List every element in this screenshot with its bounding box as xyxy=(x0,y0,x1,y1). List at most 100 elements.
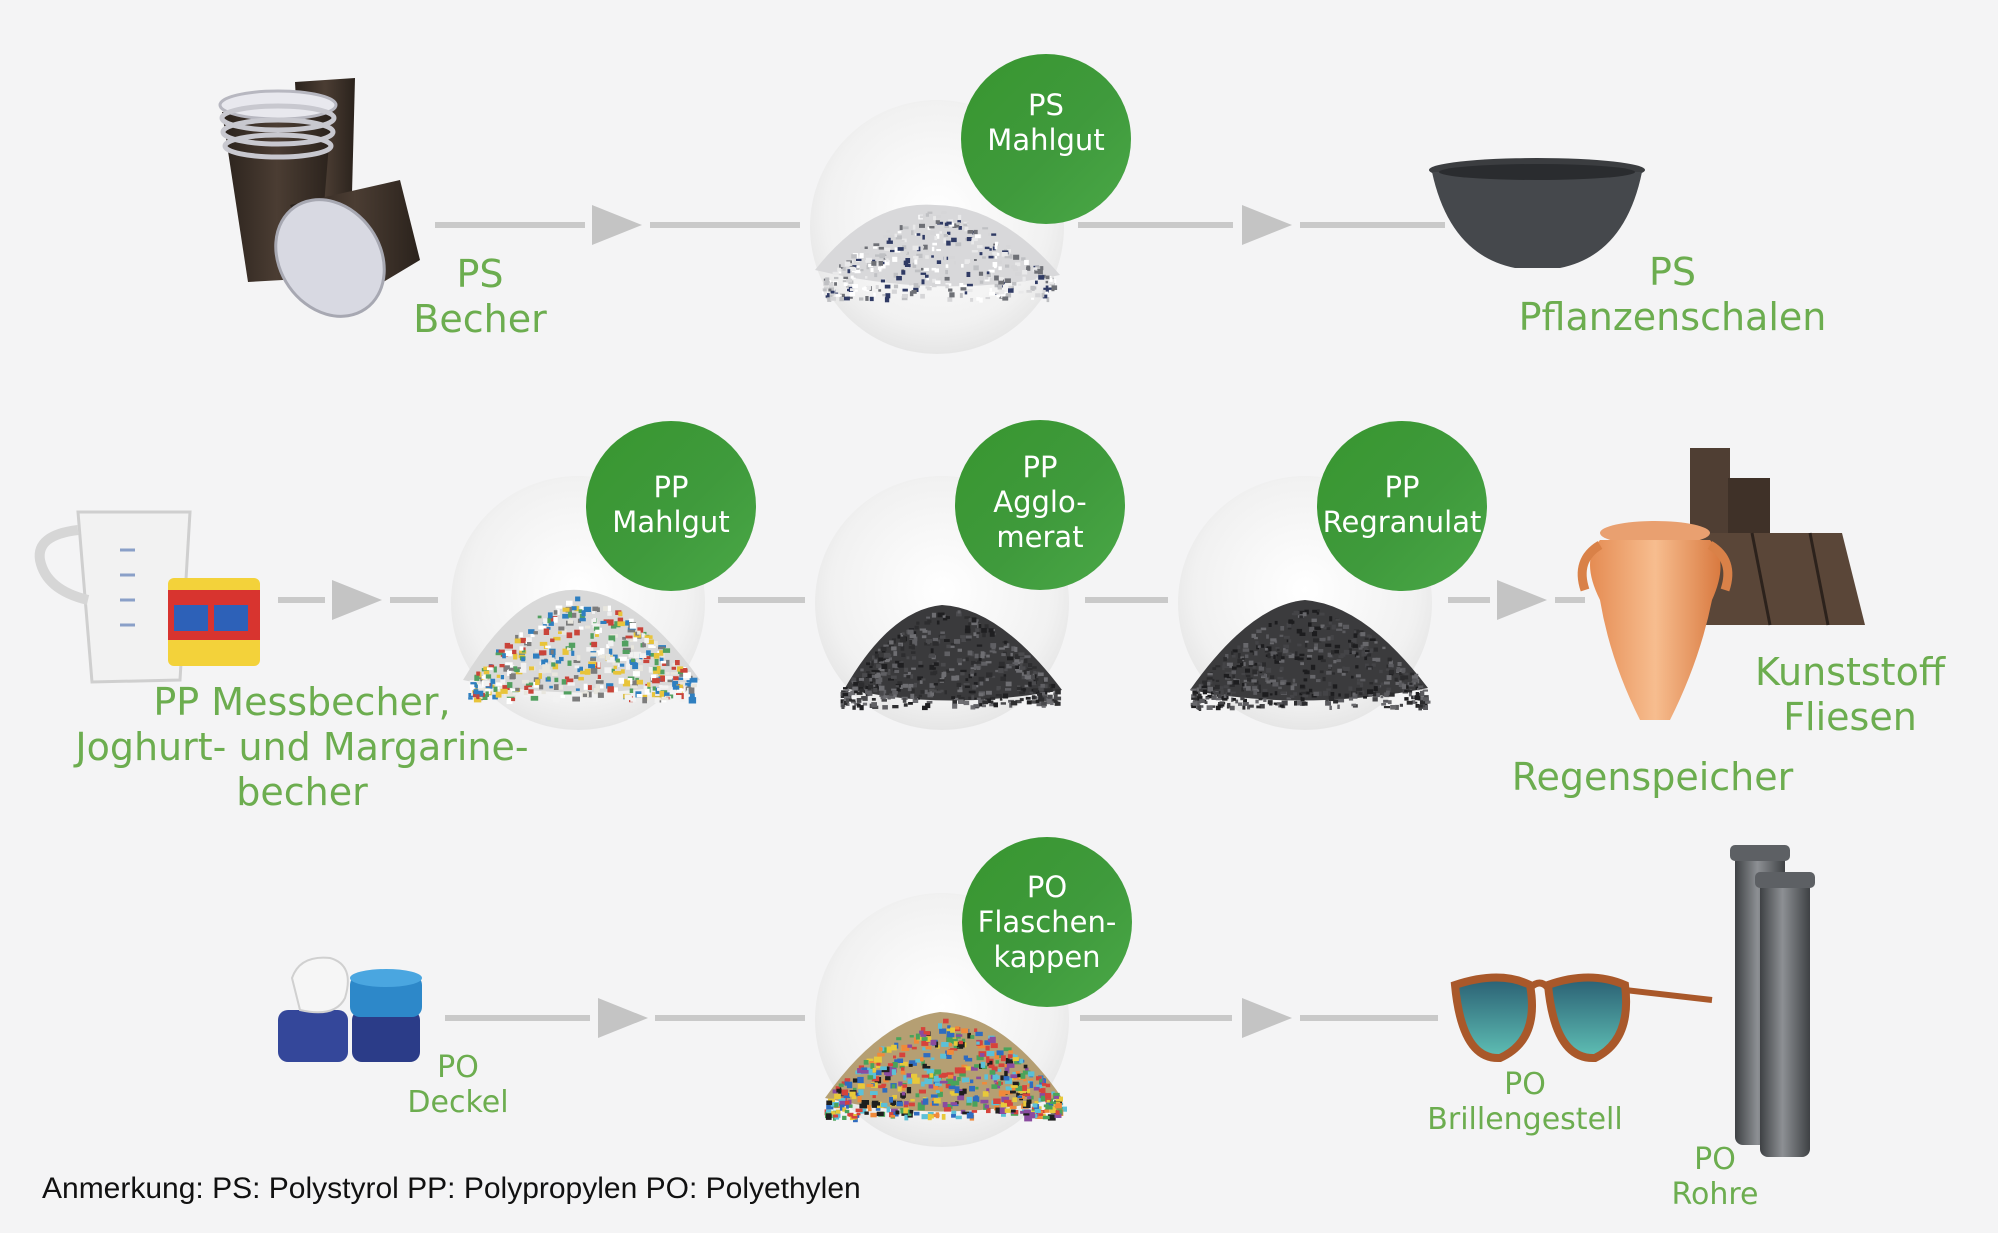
granule xyxy=(930,1094,938,1098)
granule xyxy=(1381,703,1387,706)
granule xyxy=(1328,664,1333,667)
granule xyxy=(1037,1110,1043,1117)
granule xyxy=(1023,1064,1028,1069)
granule xyxy=(1242,704,1246,710)
granule xyxy=(1359,682,1364,688)
granule xyxy=(854,268,861,274)
granule xyxy=(980,651,985,655)
granule xyxy=(835,1086,840,1091)
granule xyxy=(870,681,873,685)
granule xyxy=(875,254,881,257)
granule xyxy=(927,211,933,214)
granule xyxy=(854,702,860,706)
granule xyxy=(991,645,996,650)
granule xyxy=(979,252,983,256)
granule xyxy=(1019,1058,1024,1064)
granule xyxy=(496,674,501,678)
granule xyxy=(911,651,916,654)
granule xyxy=(1020,1110,1024,1114)
granule xyxy=(597,674,601,679)
granule xyxy=(880,661,884,664)
granule xyxy=(849,285,855,288)
granule xyxy=(1274,620,1278,625)
granule xyxy=(963,1042,967,1048)
granule xyxy=(1057,1109,1063,1116)
granule xyxy=(1239,660,1244,666)
granule xyxy=(1012,1087,1018,1091)
granule xyxy=(1012,1081,1019,1088)
granule xyxy=(1280,626,1285,631)
granule xyxy=(914,269,921,273)
granule xyxy=(1333,660,1337,664)
granule xyxy=(1415,686,1421,690)
granule xyxy=(1279,659,1285,663)
granule xyxy=(884,260,890,266)
granule xyxy=(930,231,936,235)
granule xyxy=(901,1067,905,1074)
granule xyxy=(1032,695,1036,700)
granule xyxy=(625,620,630,626)
granule xyxy=(671,666,676,670)
granule xyxy=(1213,694,1216,699)
granule xyxy=(1048,279,1055,285)
granule xyxy=(961,1028,969,1034)
granule xyxy=(1302,694,1308,698)
granule xyxy=(677,688,684,692)
granule xyxy=(989,696,996,700)
granule xyxy=(513,653,518,660)
granule xyxy=(1006,244,1011,248)
granule xyxy=(500,688,508,694)
granule xyxy=(1042,289,1046,294)
granule xyxy=(930,671,936,676)
granule xyxy=(595,680,604,684)
granule xyxy=(1000,1075,1004,1081)
granule xyxy=(493,686,498,692)
granule xyxy=(900,1070,906,1075)
granule xyxy=(1395,682,1401,685)
granule xyxy=(627,627,636,631)
granule xyxy=(873,243,880,246)
granule xyxy=(861,1070,869,1074)
granule xyxy=(1307,649,1314,652)
granule xyxy=(1012,662,1018,666)
granule xyxy=(1254,662,1258,666)
po-process-line3: kappen xyxy=(993,939,1101,974)
granule xyxy=(637,630,641,635)
granule xyxy=(652,678,660,684)
granule xyxy=(1041,1113,1046,1118)
granule xyxy=(592,623,600,629)
granule xyxy=(974,1064,979,1068)
granule xyxy=(1252,669,1258,675)
granule xyxy=(690,683,697,688)
granule xyxy=(544,659,549,663)
granule xyxy=(567,647,571,651)
granule xyxy=(1280,691,1287,695)
granule xyxy=(833,296,840,299)
granule xyxy=(970,690,976,694)
granule xyxy=(984,275,989,280)
granule xyxy=(1025,1067,1029,1073)
granule xyxy=(1357,678,1360,682)
granule xyxy=(936,660,940,664)
granule xyxy=(843,1093,850,1099)
granule xyxy=(935,220,940,224)
granule xyxy=(859,688,864,692)
granule xyxy=(1040,291,1044,294)
granule xyxy=(936,233,940,239)
granule xyxy=(947,297,953,302)
granule xyxy=(986,1088,990,1093)
granule xyxy=(1012,1097,1018,1103)
granule xyxy=(956,1042,965,1048)
granule xyxy=(1300,696,1305,702)
granule xyxy=(1045,1105,1053,1110)
granule xyxy=(880,672,887,676)
granule xyxy=(874,675,880,679)
granule xyxy=(1196,687,1200,692)
granule xyxy=(1003,1047,1012,1052)
granule xyxy=(1300,684,1305,688)
granule xyxy=(656,666,661,671)
granule xyxy=(630,697,636,702)
granule xyxy=(1042,294,1048,299)
granule xyxy=(873,246,878,249)
granule xyxy=(547,612,553,619)
